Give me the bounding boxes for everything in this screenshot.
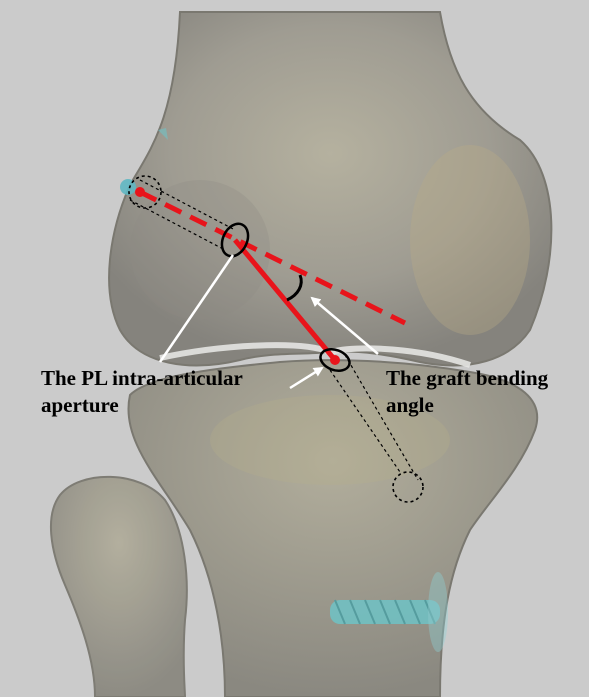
angle-label-line1: The graft bending	[386, 365, 548, 391]
aperture-label-line1: The PL intra-articular	[41, 365, 243, 391]
fibula	[51, 477, 187, 697]
femur-condyle-shading	[410, 145, 530, 335]
angle-label-line2: angle	[386, 392, 434, 418]
aperture-label-line2: aperture	[41, 392, 119, 418]
